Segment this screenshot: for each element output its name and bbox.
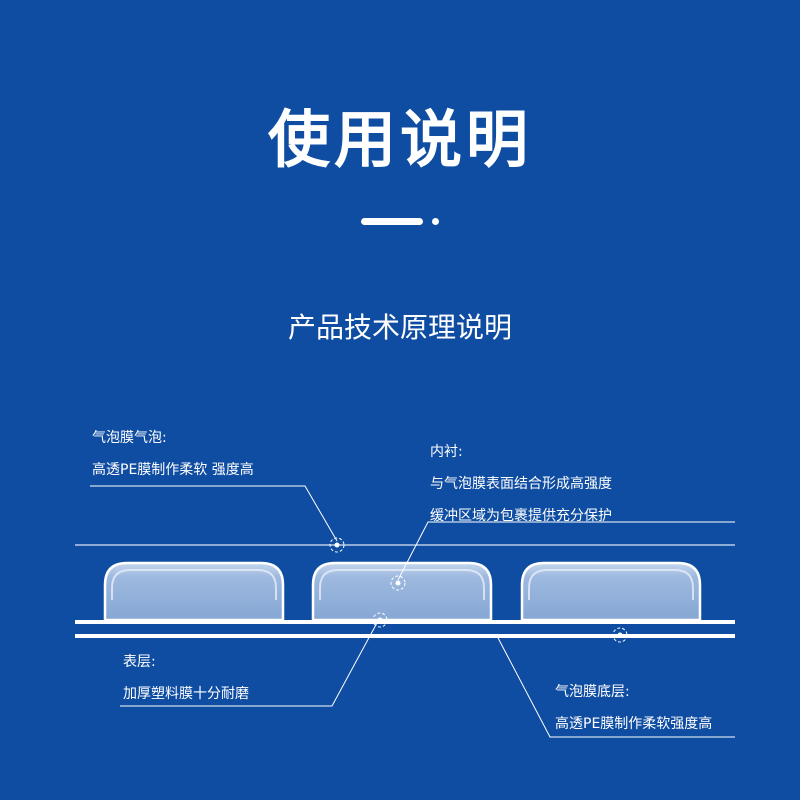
liner-label: 内衬: 与气泡膜表面结合形成高强度 缓冲区域为包裹提供充分保护 xyxy=(430,442,612,526)
bottom-label-heading: 气泡膜底层: xyxy=(555,684,630,700)
bottom-leader-line xyxy=(496,635,735,738)
liner-label-desc-2: 缓冲区域为包裹提供充分保护 xyxy=(430,508,612,524)
bottom-marker xyxy=(612,627,628,643)
surface-marker xyxy=(372,612,388,628)
bottom-label: 气泡膜底层: 高透PE膜制作柔软强度高 xyxy=(555,682,712,734)
liner-label-heading: 内衬: xyxy=(430,444,463,460)
bubble-2 xyxy=(311,561,493,622)
title-underline-dot xyxy=(432,218,439,225)
page-title: 使用说明 xyxy=(267,103,532,176)
surface-label-desc: 加厚塑料膜十分耐磨 xyxy=(123,686,249,702)
liner-label-desc-1: 与气泡膜表面结合形成高强度 xyxy=(430,476,612,492)
page-subtitle: 产品技术原理说明 xyxy=(287,311,512,344)
bubble-3 xyxy=(520,561,702,622)
title-underline xyxy=(361,218,423,225)
bubble-leader-line xyxy=(90,485,338,542)
bubble-marker xyxy=(329,537,345,553)
liner-leader-line xyxy=(397,521,735,581)
surface-leader-line xyxy=(120,620,379,707)
surface-label: 表层: 加厚塑料膜十分耐磨 xyxy=(123,652,249,704)
bubble-1 xyxy=(103,561,285,622)
bubble-label-desc: 高透PE膜制作柔软 强度高 xyxy=(92,462,254,478)
liner-marker xyxy=(390,575,406,591)
surface-label-heading: 表层: xyxy=(123,654,156,670)
bubble-label-heading: 气泡膜气泡: xyxy=(92,430,167,446)
bubble-label: 气泡膜气泡: 高透PE膜制作柔软 强度高 xyxy=(92,428,254,480)
bottom-label-desc: 高透PE膜制作柔软强度高 xyxy=(555,716,713,732)
